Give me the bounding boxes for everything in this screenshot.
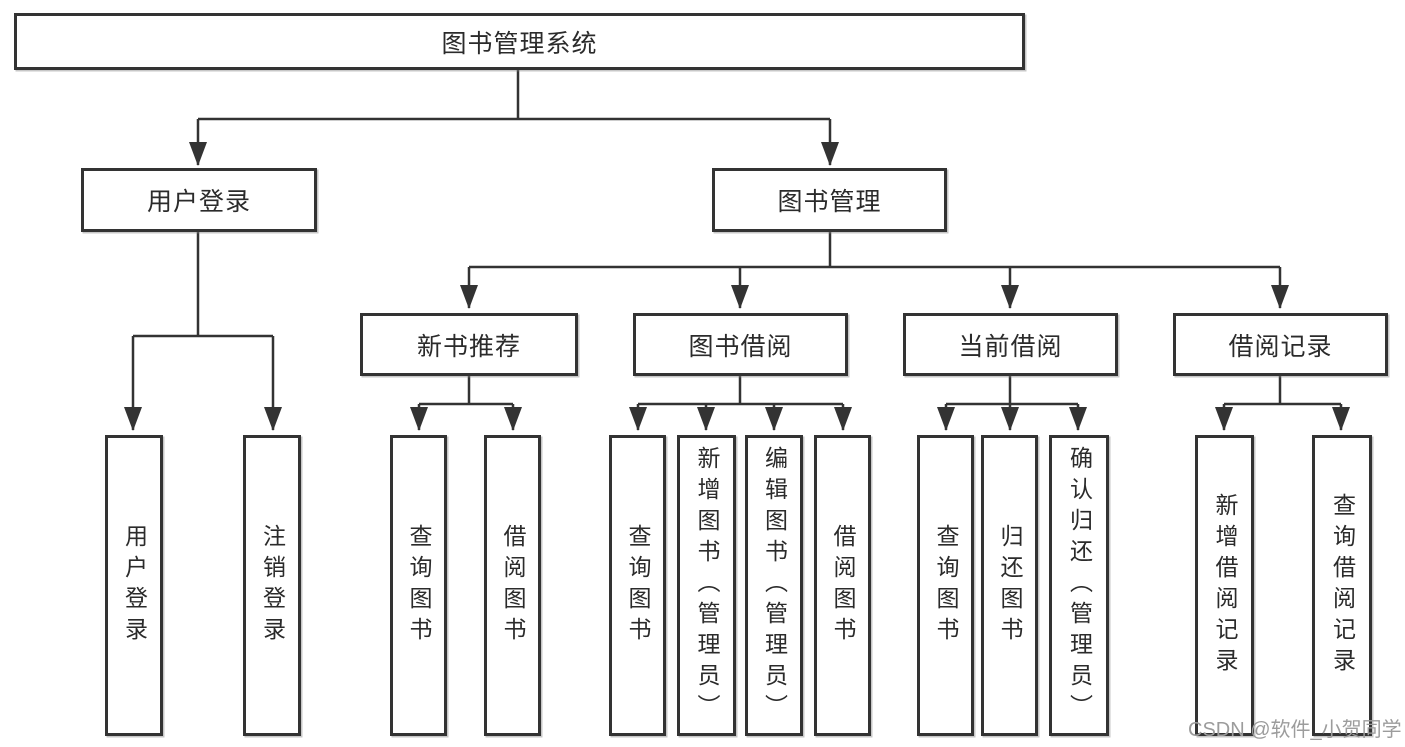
- leaf-confirm-return-admin-label: 确认归还（管理员）: [1066, 446, 1093, 725]
- leaf-current-query-books: 查询图书: [917, 435, 974, 736]
- leaf-edit-books-admin-label: 编辑图书（管理员）: [761, 446, 788, 725]
- node-book-management: 图书管理: [712, 168, 947, 232]
- node-new-book-recommend-label: 新书推荐: [416, 332, 521, 361]
- leaf-logout: 注销登录: [243, 435, 301, 736]
- csdn-watermark: CSDN @软件_小贺同学: [1188, 719, 1402, 741]
- leaf-recommend-borrow-books: 借阅图书: [484, 435, 541, 736]
- leaf-return-books-label: 归还图书: [997, 523, 1023, 648]
- leaf-add-borrow-record-label: 新增借阅记录: [1212, 492, 1238, 679]
- leaf-recommend-borrow-books-label: 借阅图书: [500, 523, 526, 648]
- leaf-edit-books-admin: 编辑图书（管理员）: [745, 435, 803, 736]
- leaf-add-books-admin-label: 新增图书（管理员）: [694, 446, 720, 725]
- leaf-recommend-query-books-label: 查询图书: [406, 523, 432, 648]
- node-borrow-records-label: 借阅记录: [1228, 332, 1333, 361]
- leaf-query-borrow-record-label: 查询借阅记录: [1329, 492, 1356, 679]
- node-book-management-label: 图书管理: [777, 188, 882, 216]
- leaf-borrow-books: 借阅图书: [814, 435, 871, 736]
- leaf-add-borrow-record: 新增借阅记录: [1195, 435, 1254, 736]
- leaf-user-login-label: 用户登录: [121, 523, 148, 648]
- leaf-borrow-query-books: 查询图书: [609, 435, 666, 736]
- leaf-borrow-books-label: 借阅图书: [830, 523, 856, 648]
- leaf-user-login: 用户登录: [105, 435, 163, 736]
- node-user-login: 用户登录: [81, 168, 317, 232]
- leaf-current-query-books-label: 查询图书: [933, 523, 959, 648]
- leaf-borrow-query-books-label: 查询图书: [625, 523, 651, 648]
- node-root-system-label: 图书管理系统: [441, 29, 598, 58]
- node-current-borrow: 当前借阅: [903, 313, 1118, 376]
- node-book-borrow-label: 图书借阅: [688, 332, 793, 361]
- leaf-return-books: 归还图书: [981, 435, 1038, 736]
- node-book-borrow: 图书借阅: [633, 313, 848, 376]
- leaf-add-books-admin: 新增图书（管理员）: [677, 435, 736, 736]
- leaf-recommend-query-books: 查询图书: [390, 435, 447, 736]
- leaf-query-borrow-record: 查询借阅记录: [1312, 435, 1372, 736]
- node-root-system: 图书管理系统: [14, 13, 1025, 70]
- node-new-book-recommend: 新书推荐: [360, 313, 578, 376]
- leaf-confirm-return-admin: 确认归还（管理员）: [1049, 435, 1109, 736]
- node-user-login-label: 用户登录: [146, 188, 251, 216]
- node-current-borrow-label: 当前借阅: [958, 332, 1063, 361]
- leaf-logout-label: 注销登录: [259, 523, 286, 648]
- node-borrow-records: 借阅记录: [1173, 313, 1388, 376]
